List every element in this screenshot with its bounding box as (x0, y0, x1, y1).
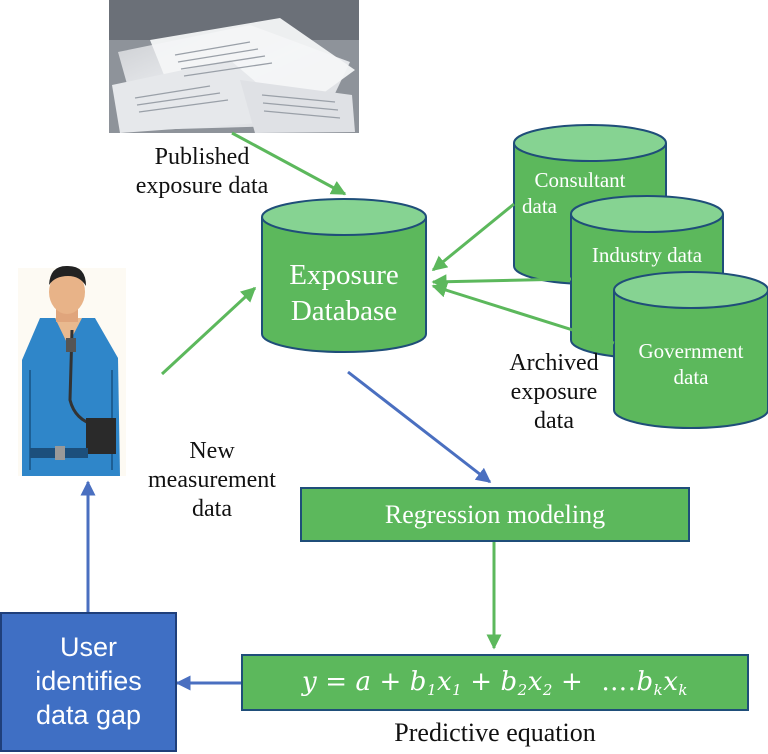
consultant-label-line: Consultant (534, 168, 626, 192)
government-data-cylinder (613, 271, 768, 429)
eq-var-y: y (301, 666, 318, 697)
eq-subscript: 1 (426, 680, 437, 699)
predictive-equation-caption: Predictive equation (241, 717, 749, 748)
consultant-data-label: Consultant data (514, 167, 646, 220)
eq-ellipsis: …. (601, 666, 637, 697)
arrow-consultant-to-database (431, 202, 515, 272)
eq-var-b: b (636, 666, 654, 697)
eq-subscript: k (678, 680, 689, 699)
database-label-line: Database (290, 295, 398, 328)
predictive-equation-formula: y=a+b1x1+b2x2+….bkxk (302, 667, 688, 699)
government-label-line: Government (638, 339, 744, 363)
eq-var-b: b (500, 666, 518, 697)
arrow-database-to-regression (347, 370, 492, 484)
archived-exposure-label: Archived exposure data (489, 349, 619, 435)
exposure-database-label: Exposure Database (262, 257, 426, 330)
eq-subscript: 2 (542, 680, 553, 699)
eq-subscript: k (653, 680, 664, 699)
eq-subscript: 1 (452, 680, 463, 699)
government-label-line: data (673, 365, 709, 390)
published-label-line: exposure data (135, 172, 269, 199)
exposure-database-cylinder (261, 198, 427, 353)
eq-var-x: x (663, 666, 679, 697)
predictive-equation-box: y=a+b1x1+b2x2+….bkxk (241, 654, 749, 711)
arrow-worker-to-database (160, 286, 257, 376)
user-box-line: data gap (35, 699, 142, 730)
user-box-line: identifies (35, 666, 142, 697)
industry-data-label: Industry data (571, 242, 723, 268)
eq-subscript: 2 (517, 680, 528, 699)
archived-label-line: data (534, 407, 574, 434)
eq-equals: = (325, 666, 348, 697)
eq-plus: + (379, 666, 402, 697)
new-measurement-label: New measurement data (142, 437, 282, 523)
new-measurement-line: New (189, 438, 235, 464)
worker-illustration (18, 265, 126, 476)
industry-label-line: Industry data (591, 243, 703, 267)
eq-plus: + (470, 666, 493, 697)
caption-text: Predictive equation (394, 718, 596, 747)
eq-var-x: x (437, 666, 453, 697)
new-measurement-line: data (192, 495, 232, 522)
eq-var-x: x (527, 666, 543, 697)
published-exposure-label: Published exposure data (116, 143, 288, 201)
eq-plus: + (560, 666, 584, 697)
published-label-line: Published (154, 144, 250, 170)
published-papers-image (109, 0, 359, 133)
eq-var-b: b (409, 666, 427, 697)
arrow-published-to-database (231, 131, 347, 196)
archived-label-line: exposure (510, 378, 598, 405)
regression-modeling-box: Regression modeling (300, 487, 690, 542)
new-measurement-line: measurement (148, 466, 276, 493)
government-data-label: Government data (614, 338, 768, 391)
database-label-line: Exposure (289, 259, 399, 291)
arrow-industry-to-database (431, 274, 572, 290)
user-box-line: User (59, 632, 117, 663)
user-identifies-data-gap-box: User identifies data gap (0, 612, 177, 752)
archived-label-line: Archived (509, 350, 599, 376)
arrow-government-to-database (431, 282, 615, 345)
consultant-label-line: data (522, 194, 557, 219)
eq-var-a: a (355, 666, 372, 697)
regression-modeling-label: Regression modeling (384, 499, 606, 529)
